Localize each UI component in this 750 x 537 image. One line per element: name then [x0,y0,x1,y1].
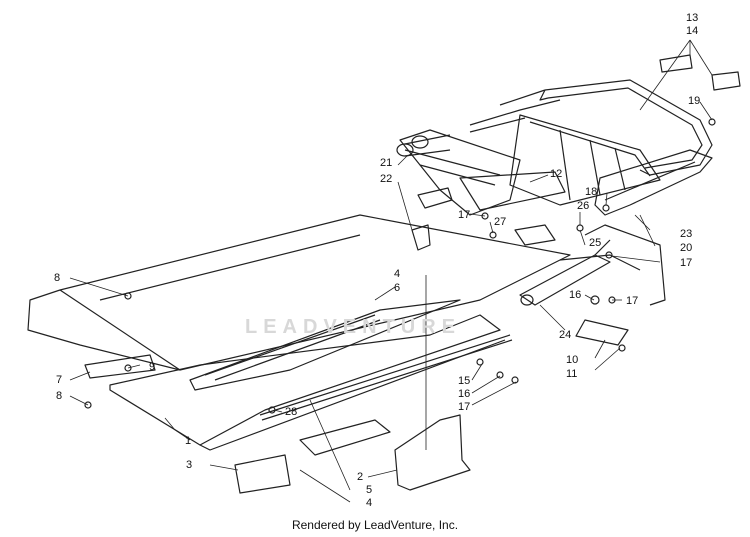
callout-15: 15 [458,375,471,387]
callout-13: 13 [686,12,699,24]
callout-2: 2 [357,471,364,483]
mud-flap-2 [394,414,471,491]
callout-22: 22 [380,173,393,185]
callout-12: 12 [550,168,563,180]
callout-16b: 16 [458,388,471,400]
side-rail [514,224,666,306]
callout-17c: 17 [626,295,639,307]
callout-9: 9 [149,361,156,373]
callout-27: 27 [494,216,507,228]
callout-23: 23 [680,228,693,240]
grab-handle-rack [509,114,661,206]
watermark-text: LEADVENTURE [245,316,462,338]
callout-26: 26 [577,200,590,212]
callout-8a: 8 [54,272,61,284]
callout-11: 11 [566,368,578,380]
callout-5: 5 [366,484,373,496]
footer-credit: Rendered by LeadVenture, Inc. [291,518,459,532]
callout-17a: 17 [458,209,471,221]
running-board-panel [27,214,571,371]
mud-flap-22 [411,187,453,251]
support-tube-24 [519,239,611,306]
callout-6: 6 [394,282,401,294]
callout-4b: 4 [366,497,373,509]
callout-7: 7 [56,374,63,386]
callout-18: 18 [585,186,598,198]
tunnel-cover [399,129,566,216]
callout-25: 25 [589,237,602,249]
lower-rod [259,334,511,416]
lower-side-panel [109,314,506,451]
callout-24: 24 [559,329,572,341]
callout-4a: 4 [394,268,401,280]
reflector-10 [575,319,629,346]
callout-28: 28 [285,406,298,418]
callout-10: 10 [566,354,579,366]
callout-17d: 17 [458,401,471,413]
callout-8b: 8 [56,390,63,402]
callout-3: 3 [186,459,193,471]
callout-16a: 16 [569,289,582,301]
callout-20: 20 [680,242,693,254]
callout-17b: 17 [680,257,693,269]
plate-3 [234,454,291,494]
handle-tubes [396,134,451,157]
decal-14 [711,71,741,91]
callout-21: 21 [380,157,393,169]
bracket-7 [84,354,156,379]
plate-5 [299,419,391,456]
decal-13 [659,54,693,73]
callout-19: 19 [688,95,701,107]
footrest-decal-strip [189,299,461,391]
callout-1: 1 [185,435,192,447]
callout-14: 14 [686,25,699,37]
